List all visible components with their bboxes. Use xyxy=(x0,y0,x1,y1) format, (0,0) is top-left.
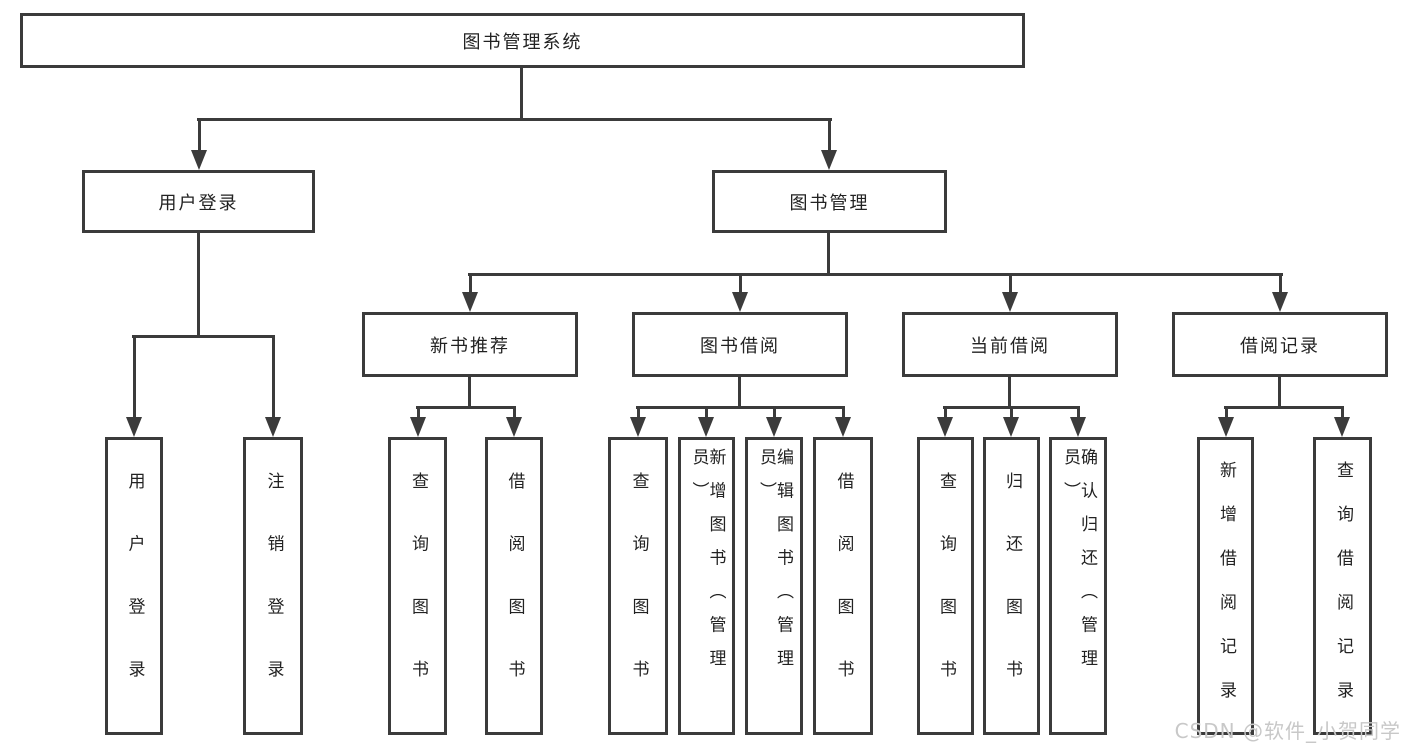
arrow-down-icon xyxy=(191,150,207,170)
node-leaf-query-book-2: 查询图书 xyxy=(608,437,668,735)
node-label: 确认归还（管理员） xyxy=(1060,448,1097,683)
arrow-down-icon xyxy=(1003,417,1019,437)
node-label: 查询图书 xyxy=(936,472,956,723)
arrow-down-icon xyxy=(265,417,281,437)
connector-arrow-shaft xyxy=(739,273,742,296)
node-leaf-add-record: 新增借阅记录 xyxy=(1197,437,1254,735)
connector-line xyxy=(1224,406,1344,409)
arrow-down-icon xyxy=(937,417,953,437)
connector-arrow-shaft xyxy=(513,406,516,421)
arrow-down-icon xyxy=(462,292,478,312)
connector-arrow-shaft xyxy=(1077,406,1080,421)
connector-arrow-shaft xyxy=(773,406,776,421)
node-leaf-return-book: 归还图书 xyxy=(983,437,1040,735)
node-label: 用户登录 xyxy=(158,192,239,214)
connector-arrow-shaft xyxy=(198,118,201,154)
connector-arrow-shaft xyxy=(417,406,420,421)
connector-arrow-shaft xyxy=(1009,273,1012,296)
arrow-down-icon xyxy=(1272,292,1288,312)
node-label: 当前借阅 xyxy=(970,335,1050,357)
node-leaf-logout: 注销登录 xyxy=(243,437,303,735)
node-label: 新书推荐 xyxy=(430,335,510,357)
node-label: 归还图书 xyxy=(1002,472,1022,723)
arrow-down-icon xyxy=(1218,417,1234,437)
connector-line xyxy=(827,233,830,276)
node-label: 借阅图书 xyxy=(833,472,854,723)
connector-line xyxy=(636,406,845,409)
node-label: 图书借阅 xyxy=(700,335,780,357)
node-label: 图书管理系统 xyxy=(462,31,583,53)
node-current-borrow: 当前借阅 xyxy=(902,312,1118,377)
node-label: 查询借阅记录 xyxy=(1333,460,1353,725)
connector-arrow-shaft xyxy=(1225,406,1228,421)
node-leaf-borrow-book-2: 借阅图书 xyxy=(813,437,873,735)
connector-arrow-shaft xyxy=(944,406,947,421)
arrow-down-icon xyxy=(821,150,837,170)
node-label: 图书管理 xyxy=(789,192,870,214)
connector-arrow-shaft xyxy=(637,406,640,421)
node-label: 新增借阅记录 xyxy=(1216,460,1236,725)
node-leaf-query-book-3: 查询图书 xyxy=(917,437,974,735)
node-leaf-query-book-1: 查询图书 xyxy=(388,437,447,735)
arrow-down-icon xyxy=(506,417,522,437)
node-new-book-rec: 新书推荐 xyxy=(362,312,578,377)
node-label: 编辑图书（管理员） xyxy=(756,448,793,683)
arrow-down-icon xyxy=(698,417,714,437)
arrow-down-icon xyxy=(1002,292,1018,312)
connector-arrow-shaft xyxy=(469,273,472,296)
arrow-down-icon xyxy=(126,417,142,437)
node-book-borrow: 图书借阅 xyxy=(632,312,848,377)
arrow-down-icon xyxy=(835,417,851,437)
connector-line xyxy=(197,233,200,338)
connector-arrow-shaft xyxy=(705,406,708,421)
connector-arrow-shaft xyxy=(133,335,136,421)
connector-line xyxy=(520,68,523,121)
arrow-down-icon xyxy=(410,417,426,437)
connector-line xyxy=(1278,377,1281,409)
arrow-down-icon xyxy=(766,417,782,437)
node-system-title: 图书管理系统 xyxy=(20,13,1025,68)
node-borrow-records: 借阅记录 xyxy=(1172,312,1388,377)
connector-line xyxy=(1008,377,1011,409)
node-label: 注销登录 xyxy=(263,472,284,723)
node-label: 查询图书 xyxy=(628,472,649,723)
node-leaf-add-book: 新增图书（管理员） xyxy=(678,437,735,735)
connector-line xyxy=(468,273,1283,276)
node-leaf-confirm-return: 确认归还（管理员） xyxy=(1049,437,1107,735)
connector-line xyxy=(468,377,471,409)
connector-line xyxy=(197,118,832,121)
node-leaf-user-login: 用户登录 xyxy=(105,437,163,735)
arrow-down-icon xyxy=(1334,417,1350,437)
node-label: 新增图书（管理员） xyxy=(688,448,726,683)
connector-arrow-shaft xyxy=(272,335,275,421)
arrow-down-icon xyxy=(630,417,646,437)
node-label: 借阅图书 xyxy=(504,472,525,723)
connector-line xyxy=(738,377,741,409)
connector-arrow-shaft xyxy=(1010,406,1013,421)
arrow-down-icon xyxy=(732,292,748,312)
connector-arrow-shaft xyxy=(828,118,831,154)
node-leaf-borrow-book-1: 借阅图书 xyxy=(485,437,543,735)
watermark: CSDN @软件_小贺同学 xyxy=(1174,719,1401,743)
connector-arrow-shaft xyxy=(842,406,845,421)
node-book-mgmt: 图书管理 xyxy=(712,170,947,233)
node-user-login: 用户登录 xyxy=(82,170,315,233)
connector-arrow-shaft xyxy=(1341,406,1344,421)
node-label: 借阅记录 xyxy=(1240,335,1320,357)
node-leaf-query-record: 查询借阅记录 xyxy=(1313,437,1372,735)
node-leaf-edit-book: 编辑图书（管理员） xyxy=(745,437,803,735)
connector-line xyxy=(132,335,275,338)
connector-line xyxy=(416,406,516,409)
node-label: 用户登录 xyxy=(124,472,145,723)
arrow-down-icon xyxy=(1070,417,1086,437)
node-label: 查询图书 xyxy=(408,472,428,723)
connector-arrow-shaft xyxy=(1279,273,1282,296)
